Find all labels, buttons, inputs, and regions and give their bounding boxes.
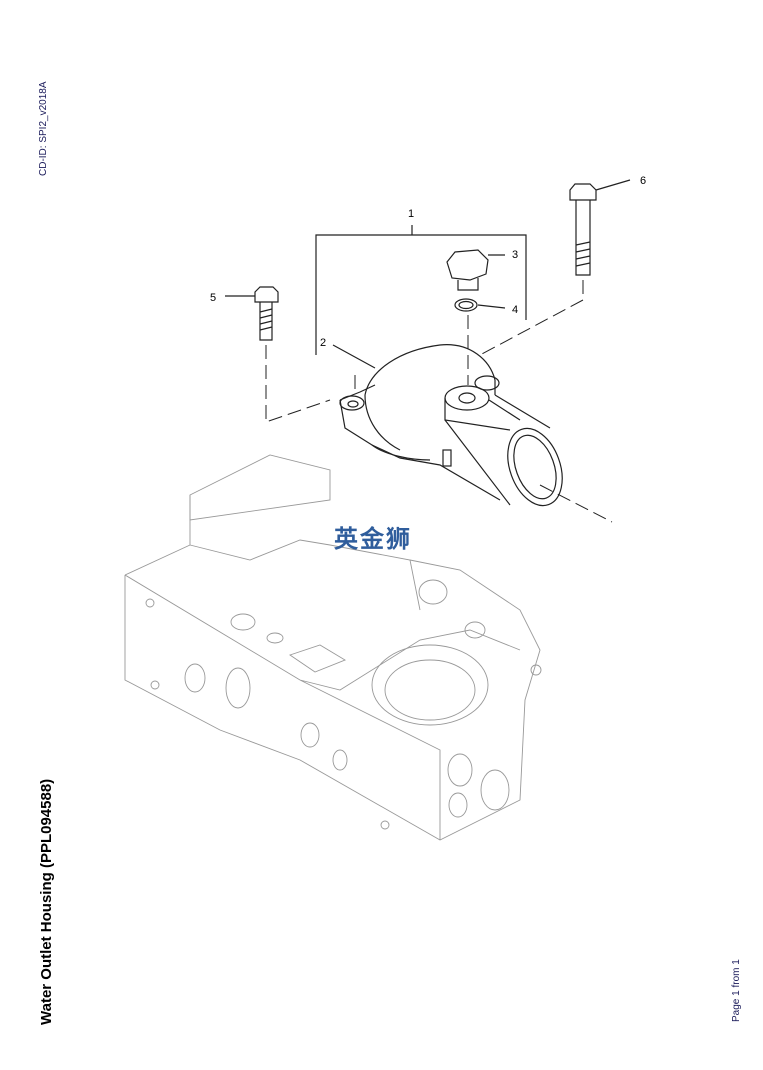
- callout-1: 1: [408, 208, 414, 220]
- bolt-6-drawing: [569, 183, 597, 276]
- callout-2: 2: [320, 337, 326, 349]
- alignment-lines: [265, 280, 613, 523]
- water-outlet-housing-drawing: [339, 344, 563, 507]
- cap-and-oring-drawing: [446, 249, 489, 312]
- watermark: 英金狮: [334, 525, 412, 553]
- engine-block-drawing: [124, 454, 542, 841]
- bolt-5-drawing: [254, 286, 279, 341]
- callout-4: 4: [512, 304, 518, 316]
- callout-6: 6: [640, 175, 646, 187]
- callout-5: 5: [210, 292, 216, 304]
- callout-3: 3: [512, 249, 518, 261]
- callout-1-bracket: [315, 225, 527, 355]
- leader-lines: [225, 179, 631, 369]
